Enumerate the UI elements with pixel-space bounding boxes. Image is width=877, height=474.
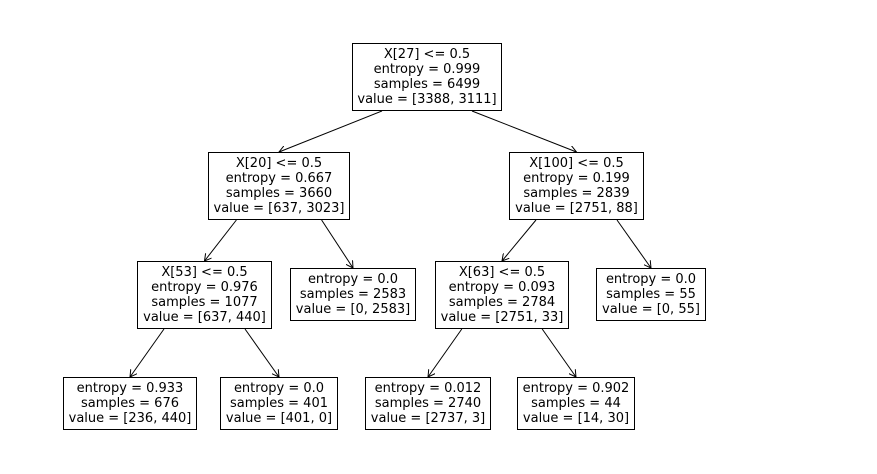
node-split-label: X[63] <= 0.5 bbox=[458, 265, 546, 280]
node-value-label: value = [3388, 3111] bbox=[357, 92, 497, 107]
tree-leaf-node: entropy = 0.0 samples = 401 value = [401… bbox=[220, 377, 338, 430]
tree-edge-arrow bbox=[130, 328, 165, 377]
node-samples-label: samples = 676 bbox=[80, 396, 179, 411]
node-value-label: value = [637, 440] bbox=[143, 310, 266, 325]
node-value-label: value = [401, 0] bbox=[225, 411, 333, 426]
node-samples-label: samples = 401 bbox=[229, 396, 328, 411]
node-samples-label: samples = 2740 bbox=[374, 396, 482, 411]
node-value-label: value = [2737, 3] bbox=[370, 411, 486, 426]
node-value-label: value = [2751, 33] bbox=[440, 310, 564, 325]
node-value-label: value = [0, 55] bbox=[602, 302, 700, 317]
tree-leaf-node: entropy = 0.0 samples = 2583 value = [0,… bbox=[290, 268, 416, 321]
node-value-label: value = [14, 30] bbox=[522, 411, 630, 426]
tree-edge-arrow bbox=[502, 219, 537, 261]
tree-node: X[20] <= 0.5 entropy = 0.667 samples = 3… bbox=[208, 152, 350, 220]
tree-node: X[63] <= 0.5 entropy = 0.093 samples = 2… bbox=[435, 261, 569, 329]
node-value-label: value = [637, 3023] bbox=[213, 201, 345, 216]
node-samples-label: samples = 44 bbox=[531, 396, 621, 411]
tree-edge-arrow bbox=[428, 328, 463, 377]
node-entropy-label: entropy = 0.0 bbox=[307, 272, 399, 287]
node-entropy-label: entropy = 0.0 bbox=[233, 381, 325, 396]
node-entropy-label: entropy = 0.199 bbox=[523, 171, 630, 186]
node-samples-label: samples = 2839 bbox=[523, 186, 630, 201]
node-entropy-label: entropy = 0.667 bbox=[225, 171, 333, 186]
node-samples-label: samples = 6499 bbox=[373, 77, 481, 92]
tree-node-root: X[27] <= 0.5 entropy = 0.999 samples = 6… bbox=[352, 43, 502, 111]
tree-edge-arrow bbox=[244, 328, 279, 377]
node-split-label: X[53] <= 0.5 bbox=[161, 265, 248, 280]
tree-edge-arrow bbox=[321, 219, 353, 268]
tree-edge-arrow bbox=[616, 219, 651, 268]
node-entropy-label: entropy = 0.093 bbox=[448, 280, 556, 295]
node-samples-label: samples = 3660 bbox=[225, 186, 333, 201]
node-split-label: X[100] <= 0.5 bbox=[529, 156, 624, 171]
node-value-label: value = [2751, 88] bbox=[515, 201, 638, 216]
tree-node: X[100] <= 0.5 entropy = 0.199 samples = … bbox=[509, 152, 644, 220]
tree-edge-arrow bbox=[279, 110, 383, 152]
tree-leaf-node: entropy = 0.902 samples = 44 value = [14… bbox=[517, 377, 635, 430]
tree-leaf-node: entropy = 0.012 samples = 2740 value = [… bbox=[365, 377, 491, 430]
tree-edge-arrow bbox=[471, 110, 577, 152]
node-entropy-label: entropy = 0.976 bbox=[151, 280, 258, 295]
node-split-label: X[20] <= 0.5 bbox=[235, 156, 323, 171]
tree-edge-arrow bbox=[205, 219, 237, 261]
tree-edge-arrow bbox=[541, 328, 576, 377]
node-entropy-label: entropy = 0.999 bbox=[373, 62, 481, 77]
node-entropy-label: entropy = 0.902 bbox=[522, 381, 630, 396]
node-entropy-label: entropy = 0.012 bbox=[374, 381, 482, 396]
node-samples-label: samples = 2784 bbox=[448, 295, 556, 310]
tree-leaf-node: entropy = 0.933 samples = 676 value = [2… bbox=[63, 377, 197, 430]
tree-node: X[53] <= 0.5 entropy = 0.976 samples = 1… bbox=[137, 261, 272, 329]
node-samples-label: samples = 2583 bbox=[299, 287, 407, 302]
tree-leaf-node: entropy = 0.0 samples = 55 value = [0, 5… bbox=[596, 268, 706, 321]
node-value-label: value = [0, 2583] bbox=[295, 302, 411, 317]
node-entropy-label: entropy = 0.933 bbox=[76, 381, 184, 396]
node-value-label: value = [236, 440] bbox=[68, 411, 192, 426]
node-entropy-label: entropy = 0.0 bbox=[605, 272, 697, 287]
node-samples-label: samples = 55 bbox=[606, 287, 696, 302]
node-samples-label: samples = 1077 bbox=[151, 295, 258, 310]
node-split-label: X[27] <= 0.5 bbox=[383, 47, 471, 62]
